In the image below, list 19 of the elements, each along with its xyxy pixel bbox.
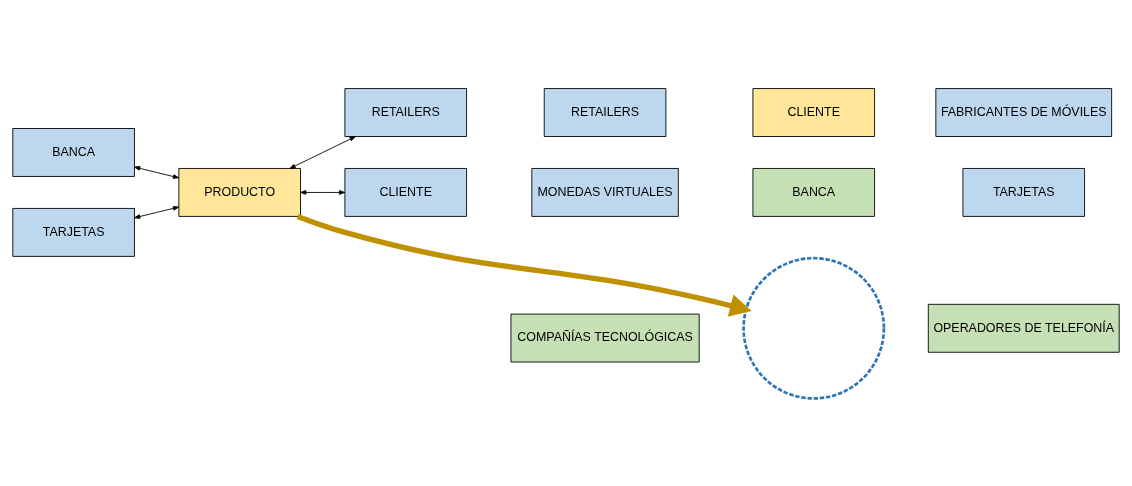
- arrow: [296, 213, 752, 317]
- node-box: FABRICANTES DE MÓVILES: [935, 87, 1113, 137]
- node-box: PRODUCTO: [178, 167, 301, 217]
- node-box: TARJETAS: [12, 207, 135, 257]
- node-box: MONEDAS VIRTUALES: [531, 167, 679, 217]
- node-box: CLIENTE: [344, 167, 467, 217]
- arrow: [134, 165, 180, 179]
- arrow: [289, 135, 356, 169]
- node-box: BANCA: [752, 167, 875, 217]
- node-box: TARJETAS: [962, 167, 1085, 217]
- node-box: RETAILERS: [344, 87, 467, 137]
- node-circle: [742, 256, 886, 400]
- node-box: CLIENTE: [752, 87, 875, 137]
- node-box: OPERADORES DE TELEFONÍA: [927, 303, 1120, 353]
- node-box: COMPAÑÍAS TECNOLÓGICAS: [510, 313, 700, 362]
- node-box: RETAILERS: [543, 87, 667, 137]
- arrow: [134, 205, 180, 219]
- arrow: [300, 189, 346, 195]
- node-box: BANCA: [12, 127, 135, 177]
